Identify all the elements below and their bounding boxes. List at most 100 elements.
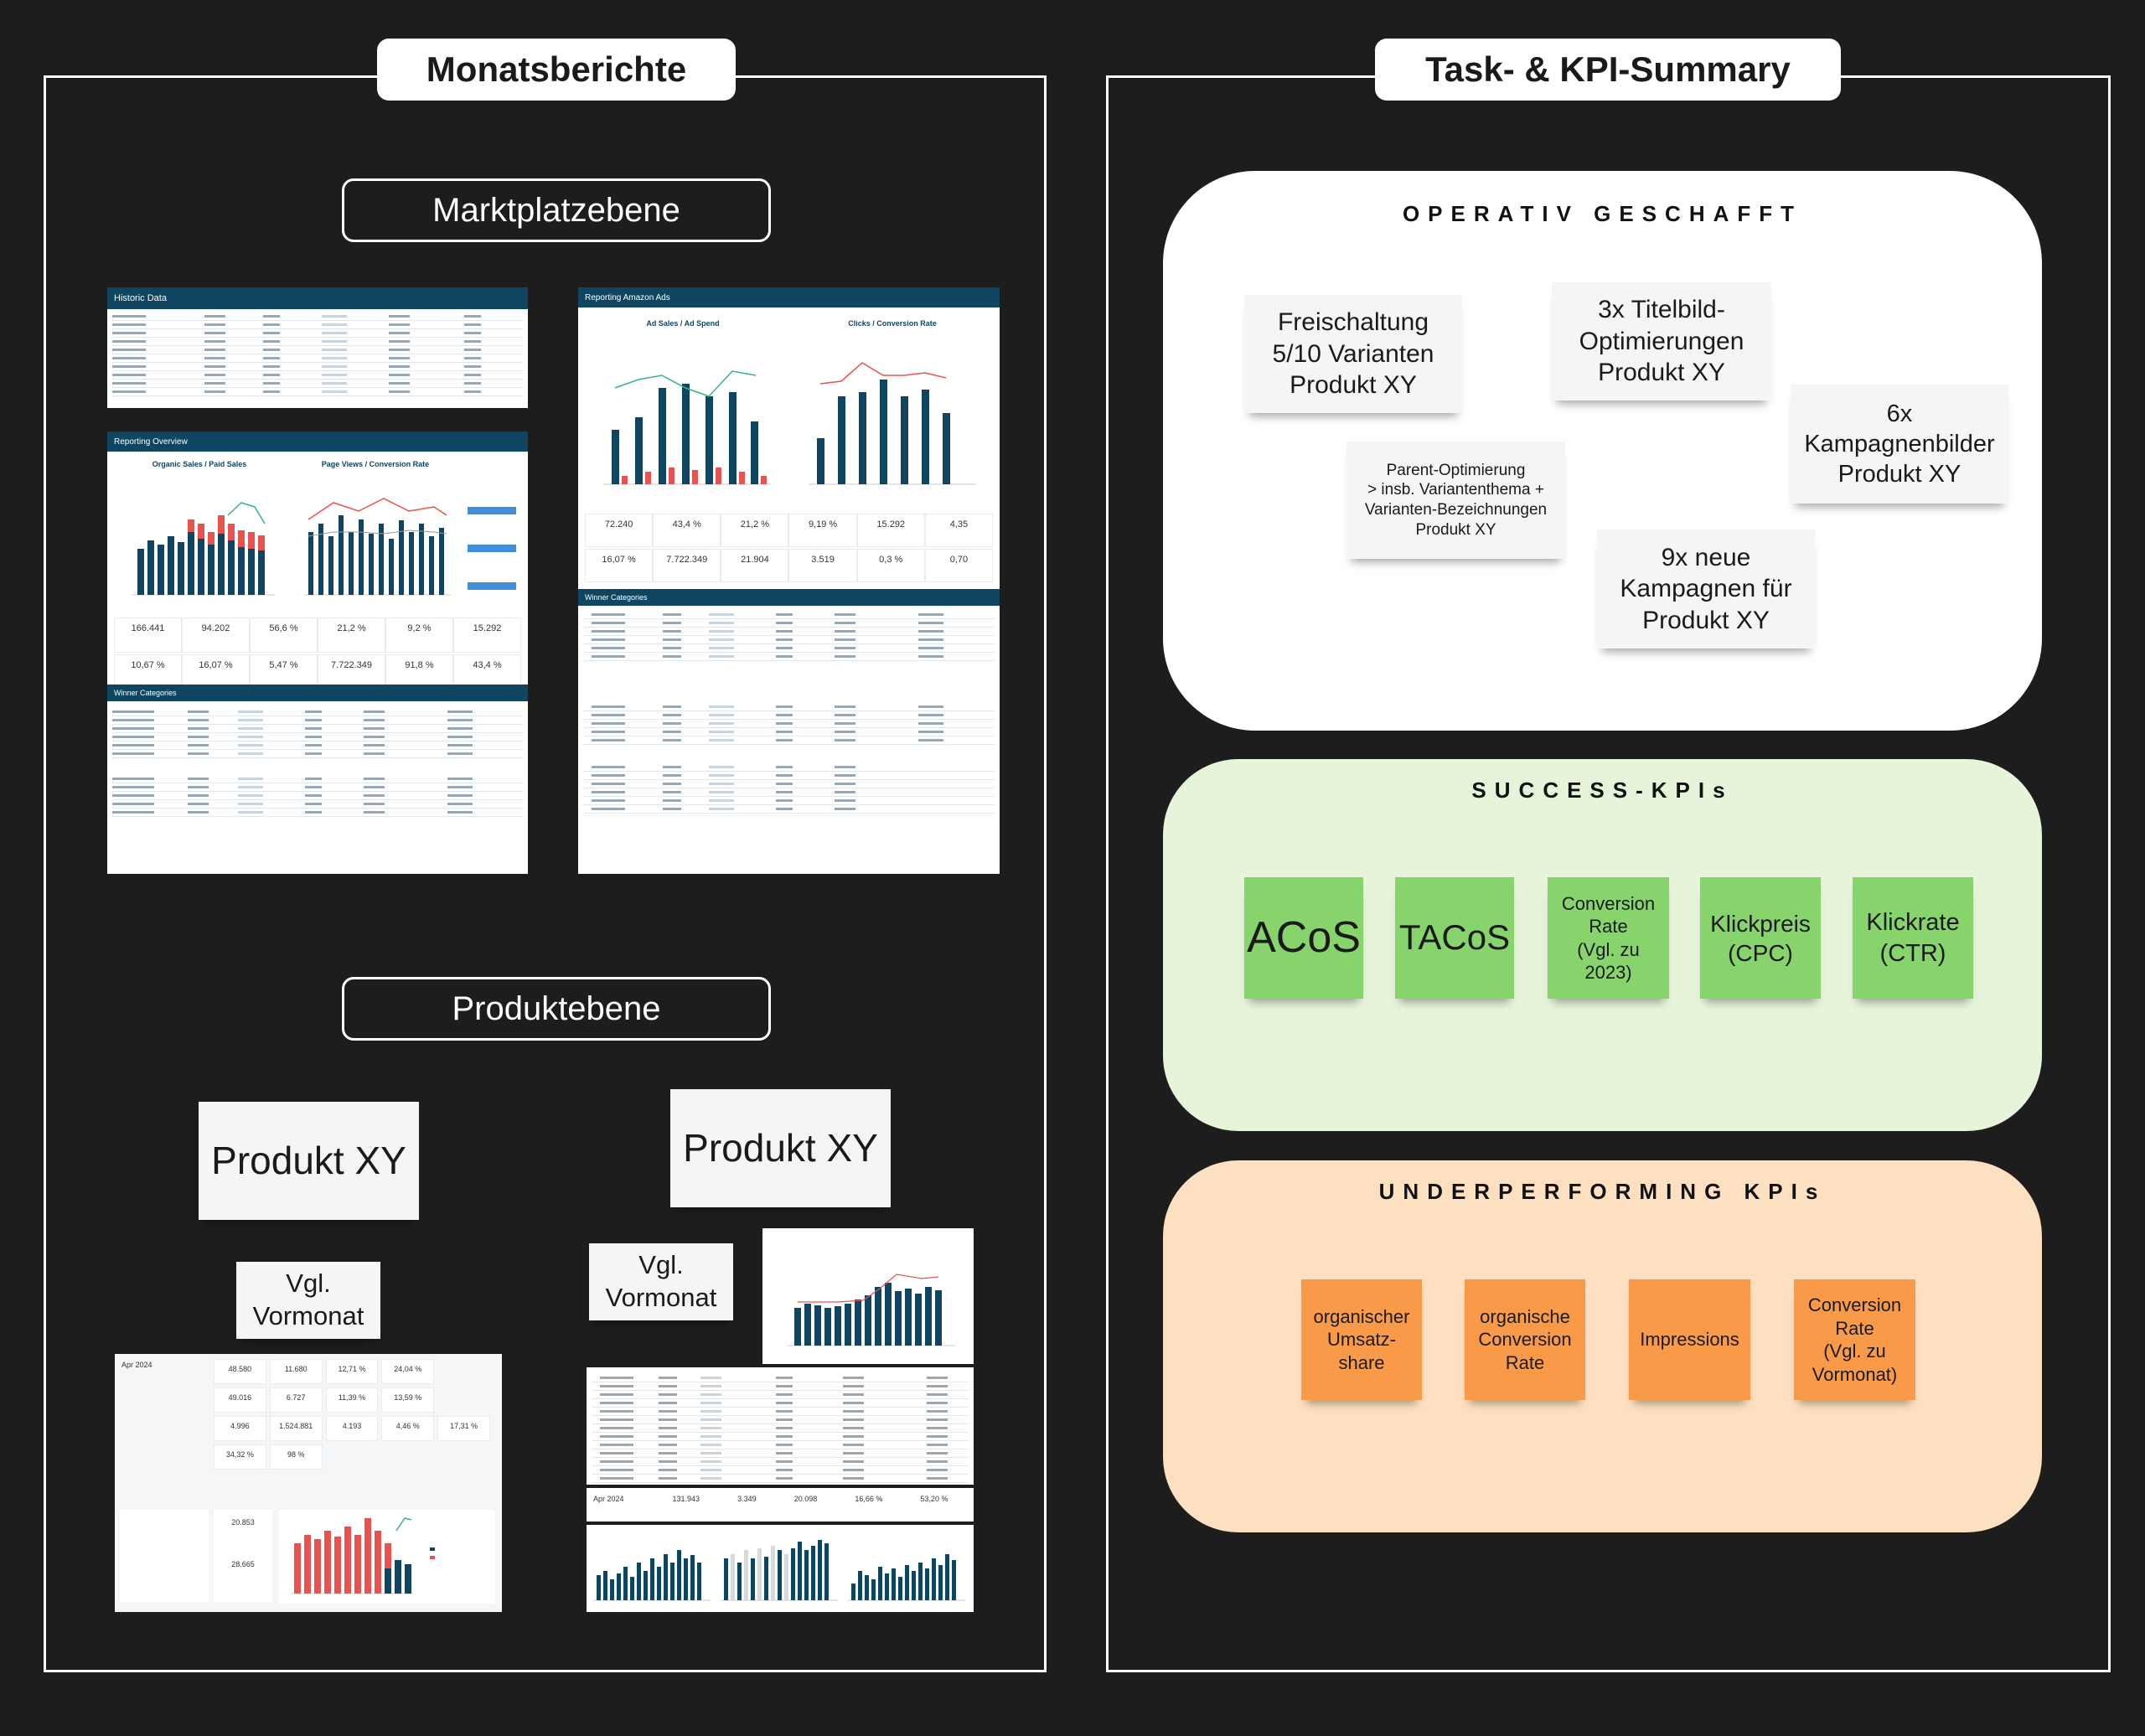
- product-right-kpi: 131.943: [672, 1495, 700, 1503]
- overview-side-button-2: [468, 545, 516, 552]
- ads-kpi-cell: 7.722.349: [653, 549, 721, 582]
- ads-panel-left-title: Ad Sales / Ad Spend: [646, 319, 720, 328]
- historic-data-screenshot[interactable]: Historic Data: [107, 287, 528, 408]
- ads-kpi-row-1: 72.240 43,4 % 21,2 % 9,19 % 15.292 4,35: [585, 514, 993, 547]
- overview-winner-header: Winner Categories: [107, 685, 528, 701]
- vgl-vormonat-note-right[interactable]: Vgl. Vormonat: [589, 1243, 733, 1320]
- historic-data-table: [112, 313, 523, 396]
- ads-kpi-cell: 21.904: [721, 549, 789, 582]
- kpi-note-klickpreis[interactable]: Klickpreis (CPC): [1700, 877, 1821, 999]
- overview-kpi-row-1: 166.441 94.202 56,6 % 21,2 % 9,2 % 15.29…: [114, 617, 521, 653]
- product-left-kpi: 4.193: [325, 1416, 379, 1441]
- task-note-freischaltung[interactable]: Freischaltung 5/10 Varianten Produkt XY: [1244, 295, 1462, 413]
- kpi-note-organische-conversion-rate[interactable]: organische Conversion Rate: [1465, 1279, 1585, 1400]
- product-right-top-chart: [788, 1274, 955, 1346]
- overview-kpi-cell: 166.441: [114, 617, 182, 653]
- overview-kpi-cell: 21,2 %: [318, 617, 385, 653]
- overview-bar-chart-right: [304, 498, 451, 596]
- product-left-kpi: 4,46 %: [381, 1416, 435, 1441]
- overview-kpi-cell: 15.292: [453, 617, 521, 653]
- ads-kpi-cell: 72.240: [585, 514, 654, 547]
- product-left-kpi: 17,31 %: [437, 1416, 490, 1441]
- product-right-table[interactable]: [587, 1367, 974, 1485]
- ads-kpi-cell: 0,3 %: [856, 549, 925, 582]
- product-left-kpi: 24,04 %: [381, 1359, 435, 1384]
- product-left-kpi: 98 %: [269, 1444, 323, 1470]
- product-left-kpi-grid: 48.580 11.680 12,71 % 24,04 % 49.016 6.7…: [214, 1359, 490, 1470]
- produktebene-label[interactable]: Produktebene: [342, 977, 771, 1041]
- task-note-kampagnenbilder[interactable]: 6x Kampagnenbilder Produkt XY: [1791, 385, 2008, 504]
- product-left-kpi: 4.996: [214, 1416, 266, 1441]
- product-dashboard-left[interactable]: Apr 2024 48.580 11.680 12,71 % 24,04 % 4…: [115, 1354, 502, 1612]
- ads-bar-chart-left: [603, 370, 771, 485]
- vgl-vormonat-note-left[interactable]: Vgl. Vormonat: [236, 1262, 380, 1339]
- monatsberichte-title[interactable]: Monatsberichte: [377, 39, 736, 101]
- underperforming-kpis-title: UNDERPERFORMING KPIs: [1378, 1179, 1827, 1204]
- product-left-bar-chart: [279, 1510, 495, 1604]
- product-right-period: Apr 2024: [593, 1495, 624, 1503]
- ads-kpi-cell: 0,70: [924, 549, 993, 582]
- product-right-mini-charts[interactable]: [587, 1525, 974, 1612]
- product-left-kpi: 1.524.881: [269, 1416, 323, 1441]
- product-left-kpi: 12,71 %: [325, 1359, 379, 1384]
- product-pageviews-chart[interactable]: [762, 1228, 974, 1364]
- produkt-xy-note-left[interactable]: Produkt XY: [199, 1102, 419, 1220]
- kpi-note-organischer-umsatzshare[interactable]: organischer Umsatz- share: [1301, 1279, 1422, 1400]
- kpi-note-acos[interactable]: ACoS: [1244, 877, 1363, 999]
- mini-chart-1: [593, 1550, 711, 1601]
- amazon-ads-header: Reporting Amazon Ads: [578, 287, 1000, 307]
- ads-bar-chart-right: [809, 362, 976, 485]
- ads-charts: [603, 362, 976, 485]
- mini-chart-2: [721, 1540, 838, 1601]
- product-left-kpi-empty: [437, 1387, 490, 1413]
- product-right-kpi-row: 131.943 3.349 20.098 16,66 % 53,20 %: [654, 1495, 967, 1503]
- ads-kpi-row-2: 16,07 % 7.722.349 21.904 3.519 0,3 % 0,7…: [585, 549, 993, 582]
- product-left-notes-block: [120, 1510, 209, 1602]
- product-left-kpi: 11,39 %: [325, 1387, 379, 1413]
- amazon-ads-screenshot[interactable]: Reporting Amazon Ads Ad Sales / Ad Spend…: [578, 287, 1000, 874]
- product-right-kpis[interactable]: Apr 2024 131.943 3.349 20.098 16,66 % 53…: [587, 1488, 974, 1522]
- kpi-note-tacos[interactable]: TACoS: [1395, 877, 1514, 999]
- kpi-note-impressions[interactable]: Impressions: [1629, 1279, 1750, 1400]
- produkt-xy-note-right[interactable]: Produkt XY: [670, 1089, 891, 1207]
- product-left-kpi-empty: [437, 1359, 490, 1384]
- ads-kpi-cell: 15.292: [856, 514, 925, 547]
- marktplatzebene-label[interactable]: Marktplatzebene: [342, 178, 771, 242]
- kpi-summary-title[interactable]: Task- & KPI-Summary: [1375, 39, 1841, 101]
- success-kpis-title: SUCCESS-KPIs: [1471, 778, 1734, 803]
- task-note-parent-optimierung[interactable]: Parent-Optimierung > insb. Variantenthem…: [1346, 442, 1565, 559]
- product-right-table-rows: [592, 1374, 969, 1483]
- ads-kpi-cell: 43,4 %: [653, 514, 721, 547]
- task-note-titelbild[interactable]: 3x Titelbild- Optimierungen Produkt XY: [1552, 282, 1771, 400]
- ads-kpi-cell: 9,19 %: [788, 514, 857, 547]
- overview-panel-left-title: Organic Sales / Paid Sales: [152, 460, 247, 468]
- kpi-note-conversion-rate-2023[interactable]: Conversion Rate (Vgl. zu 2023): [1548, 877, 1669, 999]
- product-right-kpi: 16,66 %: [855, 1495, 883, 1503]
- product-left-bottom-kpi: 20.853: [231, 1518, 255, 1527]
- product-left-kpi: 34,32 %: [214, 1444, 266, 1470]
- ads-winner-header: Winner Categories: [578, 589, 1000, 606]
- kpi-note-conversion-rate-vormonat[interactable]: Conversion Rate (Vgl. zu Vormonat): [1794, 1279, 1915, 1400]
- ads-kpi-cell: 16,07 %: [585, 549, 654, 582]
- overview-kpi-cell: 94.202: [182, 617, 250, 653]
- overview-bar-chart-left: [132, 502, 275, 596]
- product-left-kpi: 48.580: [214, 1359, 266, 1384]
- overview-kpi-cell: 56,6 %: [250, 617, 318, 653]
- reporting-overview-header: Reporting Overview: [107, 431, 528, 452]
- product-left-bottom-kpi: 28.665: [231, 1560, 255, 1568]
- ads-kpi-cell: 3.519: [788, 549, 857, 582]
- product-left-kpi: 49.016: [214, 1387, 266, 1413]
- reporting-overview-title: Reporting Overview: [114, 437, 188, 447]
- overview-side-button-3: [468, 582, 516, 590]
- reporting-overview-screenshot[interactable]: Reporting Overview Organic Sales / Paid …: [107, 431, 528, 874]
- product-right-kpi: 3.349: [737, 1495, 757, 1503]
- product-left-kpi: 6.727: [269, 1387, 323, 1413]
- overview-winner-table: [112, 708, 523, 817]
- product-right-kpi: 20.098: [793, 1495, 818, 1503]
- task-note-neue-kampagnen[interactable]: 9x neue Kampagnen für Produkt XY: [1597, 530, 1815, 648]
- ads-panel-right-title: Clicks / Conversion Rate: [848, 319, 937, 328]
- product-left-period: Apr 2024: [121, 1361, 152, 1369]
- kpi-note-klickrate[interactable]: Klickrate (CTR): [1853, 877, 1973, 999]
- overview-side-button-1: [468, 507, 516, 514]
- overview-panel-right-title: Page Views / Conversion Rate: [321, 460, 430, 468]
